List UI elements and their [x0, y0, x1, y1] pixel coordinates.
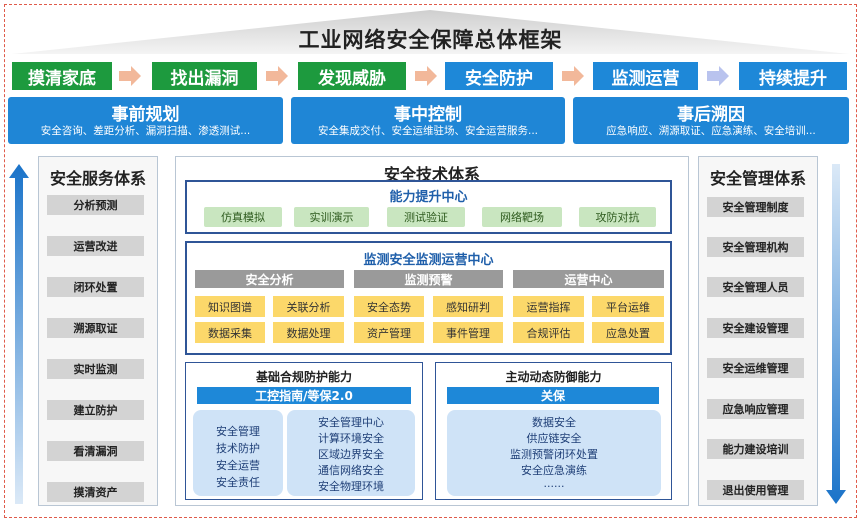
service-item: 溯源取证 [47, 318, 144, 338]
phase-title: 事前规划 [111, 105, 180, 125]
monitor-item: 合规评估 [513, 322, 584, 343]
basic-right-item: 安全物理环境 [318, 480, 384, 493]
monitor-item: 平台运维 [592, 296, 664, 317]
active-item: 安全应急演练 [521, 464, 587, 477]
phase-before: 事前规划 安全咨询、差距分析、漏洞扫描、渗透测试... [8, 97, 283, 144]
capability-center: 能力提升中心 仿真模拟 实训演示 测试验证 网络靶场 攻防对抗 [185, 180, 672, 234]
active-defense-box: 主动动态防御能力 关保 数据安全 供应链安全 监测预警闭环处置 安全应急演练 .… [435, 362, 672, 500]
capability-center-title: 能力提升中心 [389, 190, 468, 205]
step-0: 摸清家底 [12, 62, 112, 90]
management-system-panel: 安全管理体系 安全管理制度 安全管理机构 安全管理人员 安全建设管理 安全运维管… [698, 156, 818, 506]
step-1: 找出漏洞 [152, 62, 257, 90]
basic-left-item: 安全管理 [216, 425, 260, 438]
management-item: 能力建设培训 [707, 439, 804, 459]
monitor-item: 关联分析 [273, 296, 344, 317]
monitor-item: 资产管理 [354, 322, 424, 343]
active-defense-title: 主动动态防御能力 [505, 370, 602, 384]
basic-compliance-box: 基础合规防护能力 工控指南/等保2.0 安全管理 技术防护 安全运营 安全责任 … [185, 362, 423, 500]
monitor-item: 感知研判 [433, 296, 503, 317]
service-item: 运营改进 [47, 236, 144, 256]
panel-title: 安全管理体系 [709, 169, 806, 188]
monitor-item: 数据处理 [273, 322, 344, 343]
capability-item: 攻防对抗 [579, 207, 656, 227]
service-system-panel: 安全服务体系 分析预测 运营改进 闭环处置 溯源取证 实时监测 建立防护 看清漏… [38, 156, 158, 506]
management-item: 安全运维管理 [707, 358, 804, 378]
basic-right-list: 安全管理中心 计算环境安全 区域边界安全 通信网络安全 安全物理环境 [287, 410, 415, 496]
step-2: 发现威胁 [298, 62, 406, 90]
phase-after: 事后溯因 应急响应、溯源取证、应急演练、安全培训... [573, 97, 849, 144]
basic-left-list: 安全管理 技术防护 安全运营 安全责任 [193, 410, 283, 496]
monitor-center: 监测安全监测运营中心 安全分析 监测预警 运营中心 知识图谱 关联分析 数据采集… [185, 241, 672, 355]
step-3: 安全防护 [445, 62, 553, 90]
page-title: 工业网络安全保障总体框架 [298, 28, 563, 52]
management-item: 退出使用管理 [707, 480, 804, 500]
basic-left-item: 技术防护 [216, 442, 260, 455]
panel-title: 安全服务体系 [49, 169, 146, 188]
step-arrow-icon [415, 66, 437, 86]
basic-compliance-title: 基础合规防护能力 [255, 370, 352, 384]
step-5: 持续提升 [739, 62, 847, 90]
management-item: 应急响应管理 [707, 399, 804, 419]
capability-item: 网络靶场 [482, 207, 562, 227]
phase-subtitle: 安全集成交付、安全运维驻场、安全运营服务... [317, 125, 538, 137]
up-arrow-icon [9, 164, 29, 504]
compliance-bar: 工控指南/等保2.0 [197, 387, 411, 404]
active-list: 数据安全 供应链安全 监测预警闭环处置 安全应急演练 ...... [447, 410, 661, 496]
guarantee-bar: 关保 [447, 387, 659, 404]
tech-system-title: 安全技术体系 [383, 165, 480, 184]
monitor-item: 安全态势 [354, 296, 424, 317]
basic-left-item: 安全运营 [216, 459, 260, 472]
active-item: 数据安全 [532, 416, 576, 429]
monitor-item: 知识图谱 [195, 296, 265, 317]
step-arrow-icon [562, 66, 584, 86]
phase-title: 事中控制 [394, 105, 462, 125]
step-arrow-icon [119, 66, 141, 86]
step-4: 监测运营 [593, 62, 698, 90]
step-arrow-icon [266, 66, 288, 86]
basic-right-item: 安全管理中心 [318, 416, 384, 429]
monitor-item: 数据采集 [195, 322, 265, 343]
step-arrow-icon [707, 66, 729, 86]
service-item: 闭环处置 [47, 277, 144, 297]
active-item: ...... [543, 477, 565, 490]
active-item: 监测预警闭环处置 [510, 448, 598, 461]
monitor-item: 事件管理 [433, 322, 503, 343]
group-header: 安全分析 [195, 270, 344, 288]
phase-during: 事中控制 安全集成交付、安全运维驻场、安全运营服务... [291, 97, 565, 144]
basic-right-item: 区域边界安全 [318, 448, 384, 461]
capability-item: 测试验证 [387, 207, 465, 227]
monitor-item: 应急处置 [592, 322, 664, 343]
basic-right-item: 通信网络安全 [318, 464, 384, 477]
down-arrow-icon [826, 164, 846, 504]
basic-right-item: 计算环境安全 [318, 432, 384, 445]
capability-item: 仿真模拟 [204, 207, 282, 227]
active-item: 供应链安全 [526, 432, 582, 445]
management-item: 安全管理机构 [707, 237, 804, 257]
monitor-center-title: 监测安全监测运营中心 [363, 253, 494, 268]
group-header: 监测预警 [354, 270, 503, 288]
management-item: 安全管理制度 [707, 197, 804, 217]
phase-subtitle: 安全咨询、差距分析、漏洞扫描、渗透测试... [40, 125, 251, 137]
basic-left-item: 安全责任 [216, 476, 260, 489]
management-item: 安全建设管理 [707, 318, 804, 338]
service-item: 摸清资产 [47, 482, 144, 502]
service-item: 实时监测 [47, 359, 144, 379]
capability-item: 实训演示 [294, 207, 369, 227]
service-item: 看清漏洞 [47, 441, 144, 461]
management-item: 安全管理人员 [707, 277, 804, 297]
service-item: 建立防护 [47, 400, 144, 420]
phase-subtitle: 应急响应、溯源取证、应急演练、安全培训... [606, 125, 816, 137]
title-roof [12, 10, 849, 54]
monitor-item: 运营指挥 [513, 296, 584, 317]
outer-dashed-frame [4, 4, 857, 518]
group-header: 运营中心 [513, 270, 664, 288]
service-item: 分析预测 [47, 195, 144, 215]
phase-title: 事后溯因 [677, 105, 745, 125]
